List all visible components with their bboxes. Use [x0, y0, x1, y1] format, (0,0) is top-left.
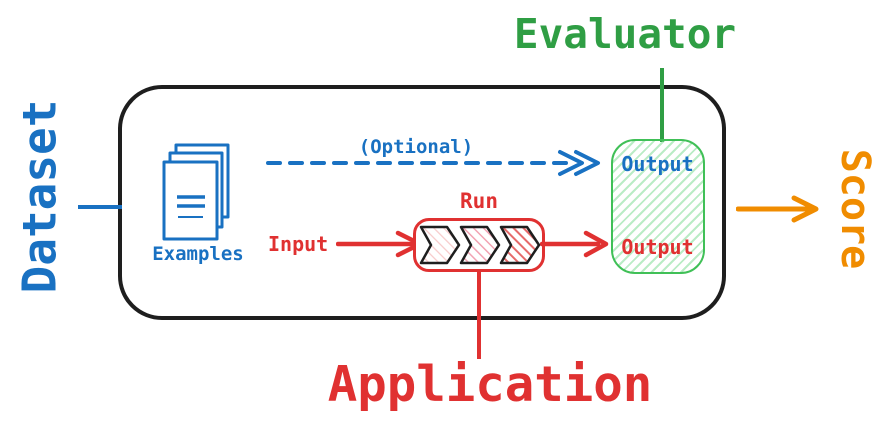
chevron-steps-icon	[419, 224, 541, 270]
dashed-arrow-right-icon	[266, 149, 606, 183]
examples-label: Examples	[152, 243, 244, 265]
documents-icon	[162, 143, 230, 245]
experiment-container-box	[118, 85, 726, 320]
score-label: Score	[832, 148, 878, 270]
dataset-label: Dataset	[12, 99, 67, 294]
score-arrow-icon	[735, 194, 824, 228]
optional-label: (Optional)	[358, 136, 474, 158]
application-label: Application	[327, 356, 653, 413]
dataset-connector-line	[78, 205, 122, 209]
reference-output-label: Output	[621, 152, 694, 176]
input-label: Input	[268, 232, 329, 256]
evaluator-label: Evaluator	[513, 10, 737, 58]
application-output-label: Output	[621, 235, 694, 259]
run-output-arrow-icon	[539, 230, 612, 262]
evaluator-output-box	[611, 139, 705, 274]
evaluator-connector-line	[660, 68, 664, 142]
application-connector-line	[477, 271, 481, 359]
run-label: Run	[460, 189, 498, 213]
